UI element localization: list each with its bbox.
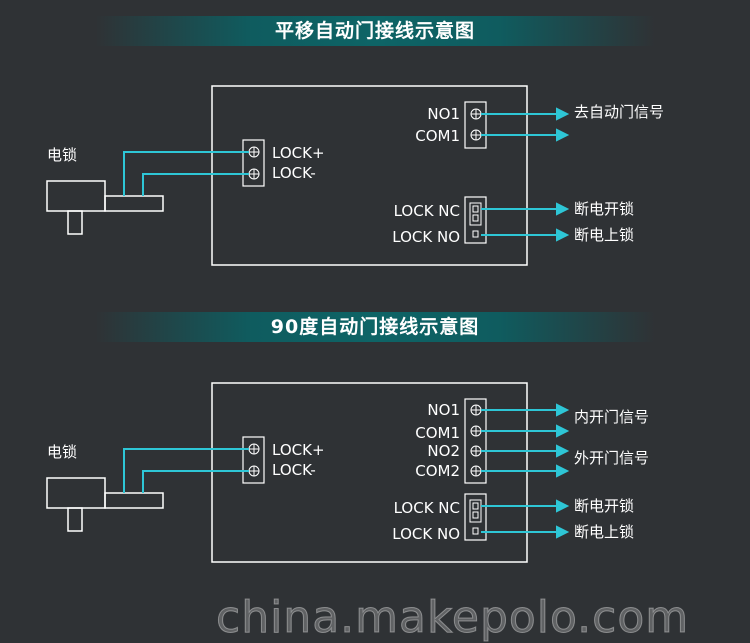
lock-minus-label: LOCK- <box>272 461 316 479</box>
signal-terminal-block <box>464 101 487 149</box>
lock-nc-label: LOCK NC <box>393 202 460 220</box>
lock-nc-label: LOCK NC <box>393 499 460 517</box>
lock-no-label: LOCK NO <box>392 228 460 246</box>
electric-lock-icon <box>46 180 164 235</box>
lock-terminal-block <box>242 139 265 187</box>
no1-label: NO1 <box>427 105 460 123</box>
com1-label: COM1 <box>415 127 460 145</box>
outward-open-signal-label: 外开门信号 <box>574 449 650 467</box>
jumper-block <box>464 196 487 244</box>
diagram1-title: 平移自动门接线示意图 <box>95 16 655 46</box>
signal-output-label: 去自动门信号 <box>574 103 665 121</box>
electric-lock-icon <box>46 477 164 532</box>
lock-plus-label: LOCK+ <box>272 441 325 459</box>
lock-label: 电锁 <box>47 443 78 461</box>
lock-wires <box>123 448 249 493</box>
lock-plus-label: LOCK+ <box>272 144 325 162</box>
watermark-text: china.makepolo.com <box>215 592 690 643</box>
controller-box <box>211 382 528 563</box>
diagram2: 电锁 LOCK+ LOCK- NO1 COM1 NO2 COM2 内开门信号 外… <box>0 377 750 627</box>
com1-label: COM1 <box>415 424 460 442</box>
no1-label: NO1 <box>427 401 460 419</box>
controller-box <box>211 85 528 266</box>
diagram1: 电锁 LOCK+ LOCK- NO1 COM1 去自动门信号 LOCK NC L… <box>0 80 750 330</box>
lock-terminal-block <box>242 436 265 484</box>
diagram1-drawing <box>46 85 570 266</box>
diagram2-title: 90度自动门接线示意图 <box>95 312 655 342</box>
diagram2-drawing <box>46 382 570 563</box>
power-off-lock-label: 断电上锁 <box>574 226 635 244</box>
power-off-unlock-label: 断电开锁 <box>574 497 635 515</box>
output-arrows <box>481 107 570 242</box>
no2-label: NO2 <box>427 442 460 460</box>
inward-open-signal-label: 内开门信号 <box>574 408 650 426</box>
output-arrows <box>481 403 570 539</box>
power-off-lock-label: 断电上锁 <box>574 523 635 541</box>
power-off-unlock-label: 断电开锁 <box>574 200 635 218</box>
lock-wires <box>123 151 249 196</box>
lock-minus-label: LOCK- <box>272 164 316 182</box>
lock-no-label: LOCK NO <box>392 525 460 543</box>
com2-label: COM2 <box>415 462 460 480</box>
lock-label: 电锁 <box>47 146 78 164</box>
jumper-block <box>464 493 487 541</box>
signal-terminal-block <box>464 398 487 484</box>
